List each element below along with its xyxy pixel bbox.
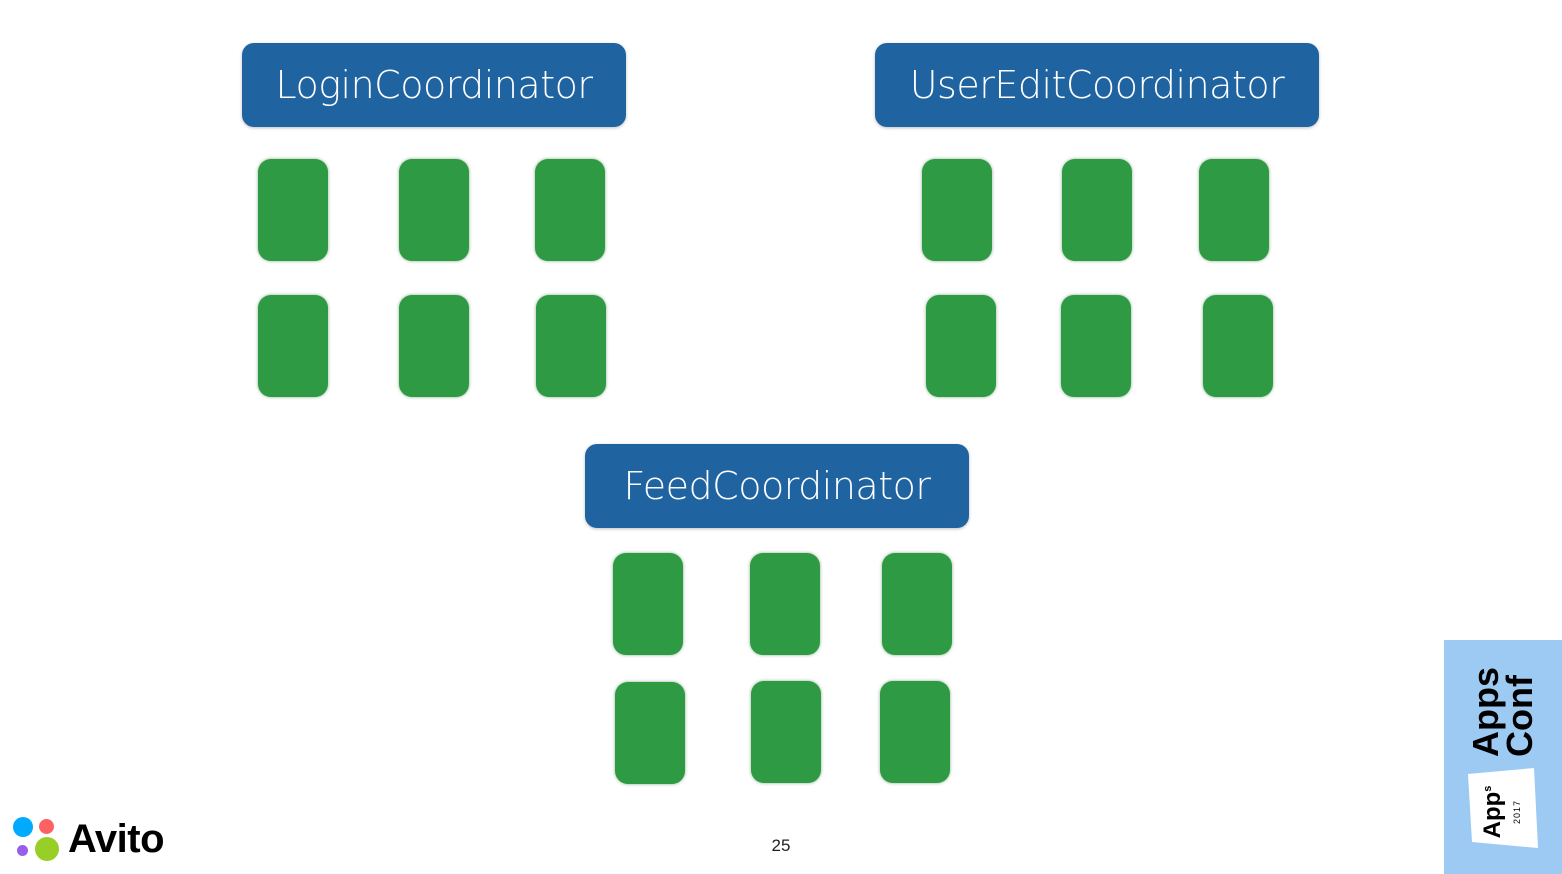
feed-coordinator: FeedCoordinator <box>585 444 969 528</box>
feed-screen-6 <box>880 681 950 783</box>
login-screen-4 <box>258 295 328 397</box>
feed-screen-1 <box>613 553 683 655</box>
user-edit-screen-4 <box>926 295 996 397</box>
login-screen-1 <box>258 159 328 261</box>
appsconf-badge: Apps 2017 <box>1468 768 1538 848</box>
login-coordinator: LoginCoordinator <box>242 43 626 127</box>
user-edit-screen-2 <box>1062 159 1132 261</box>
login-screen-3 <box>535 159 605 261</box>
appsconf-logo: Apps Conf Apps 2017 <box>1444 640 1562 874</box>
badge-paper-icon <box>1468 768 1538 848</box>
user-edit-screen-6 <box>1203 295 1273 397</box>
user-edit-screen-1 <box>922 159 992 261</box>
appsconf-title: Apps Conf <box>1465 667 1540 757</box>
appsconf-line-1: Apps <box>1465 667 1506 757</box>
badge-year: 2017 <box>1512 799 1522 825</box>
login-screen-5 <box>399 295 469 397</box>
user-edit-screen-3 <box>1199 159 1269 261</box>
page-number: 25 <box>771 836 791 855</box>
user-edit-coordinator: UserEditCoordinator <box>875 43 1319 127</box>
avito-dots-icon <box>12 815 62 865</box>
feed-screen-5 <box>751 681 821 783</box>
badge-app-text: Apps <box>1479 785 1506 839</box>
feed-screen-3 <box>882 553 952 655</box>
feed-screen-4 <box>615 682 685 784</box>
login-screen-6 <box>536 295 606 397</box>
avito-logo: Avito <box>12 815 182 865</box>
appsconf-line-2: Conf <box>1499 675 1540 757</box>
user-edit-screen-5 <box>1061 295 1131 397</box>
avito-wordmark: Avito <box>68 817 165 861</box>
feed-screen-2 <box>750 553 820 655</box>
login-screen-2 <box>399 159 469 261</box>
